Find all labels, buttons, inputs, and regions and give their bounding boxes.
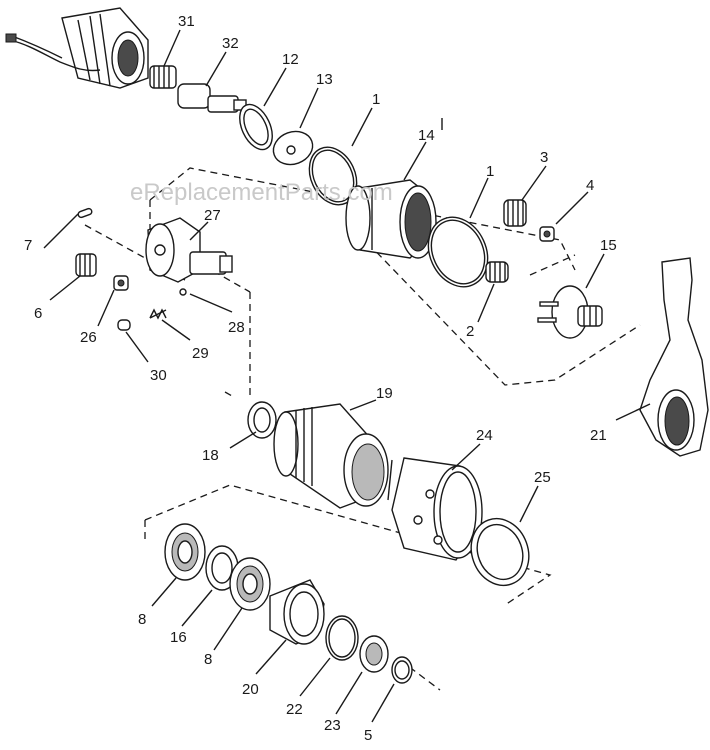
callout-1-middle: 1 [486, 163, 494, 180]
clutch-housing-part-19 [273, 403, 393, 509]
gear-part-6 [75, 253, 97, 277]
callout-24: 24 [476, 427, 493, 444]
sleeve-part-24 [391, 457, 483, 561]
snap-ring-part-22 [325, 615, 359, 661]
callout-15: 15 [600, 237, 617, 254]
callout-1-upper: 1 [372, 91, 380, 108]
ring-part-5 [391, 656, 413, 684]
callout-18: 18 [202, 447, 219, 464]
callout-25: 25 [534, 469, 551, 486]
pin-part-7 [77, 207, 93, 219]
callout-labels: 31 32 12 13 1 14 1 3 4 15 2 27 7 6 26 28… [24, 13, 617, 744]
ring-gear-part-14 [345, 179, 437, 259]
washer-part-13 [272, 130, 314, 166]
motor-wire-lead [5, 33, 101, 72]
callout-20: 20 [242, 681, 259, 698]
plunger-part-30 [117, 319, 131, 331]
callout-22: 22 [286, 701, 303, 718]
callout-13: 13 [316, 71, 333, 88]
callout-3: 3 [540, 149, 548, 166]
callout-8-lower: 8 [204, 651, 212, 668]
bearing-part-8-lower [229, 557, 271, 611]
washer-part-23 [359, 635, 389, 673]
bearing-part-8-upper [164, 523, 206, 581]
callout-23: 23 [324, 717, 341, 734]
bushing-part-26 [113, 275, 129, 291]
o-ring-part-1-upper [308, 146, 358, 206]
bushing-part-4 [539, 226, 555, 242]
ball-part-28 [179, 288, 187, 296]
callout-16: 16 [170, 629, 187, 646]
leader-lines [43, 29, 651, 723]
callout-31: 31 [178, 13, 195, 30]
callout-29: 29 [192, 345, 209, 362]
callout-32: 32 [222, 35, 239, 52]
callout-5: 5 [364, 727, 372, 744]
snap-ring-part-12 [239, 103, 273, 151]
callout-14: 14 [418, 127, 435, 144]
reaction-arm-part-21 [639, 257, 709, 457]
callout-12: 12 [282, 51, 299, 68]
callout-28: 28 [228, 319, 245, 336]
spindle-part-27 [145, 217, 233, 283]
washer-part-18 [247, 401, 277, 439]
callout-21: 21 [590, 427, 607, 444]
callout-6: 6 [34, 305, 42, 322]
ring-part-25 [470, 517, 530, 587]
callout-19: 19 [376, 385, 393, 402]
callout-4: 4 [586, 177, 594, 194]
o-ring-part-1-middle [427, 216, 489, 288]
motor-housing [61, 7, 149, 89]
sleeve-part-20 [269, 579, 325, 645]
callout-2: 2 [466, 323, 474, 340]
callout-8-upper: 8 [138, 611, 146, 628]
callout-7: 7 [24, 237, 32, 254]
planet-gear-part-2 [485, 261, 509, 283]
callout-30: 30 [150, 367, 167, 384]
carrier-part-15 [537, 285, 603, 339]
watermark-text: eReplacementParts.com [130, 179, 393, 206]
shaft-part-32 [177, 83, 247, 113]
planet-gear-part-3 [503, 199, 527, 227]
callout-26: 26 [80, 329, 97, 346]
gear-part-31 [149, 65, 177, 89]
callout-27: 27 [204, 207, 221, 224]
spring-part-29 [149, 308, 167, 320]
